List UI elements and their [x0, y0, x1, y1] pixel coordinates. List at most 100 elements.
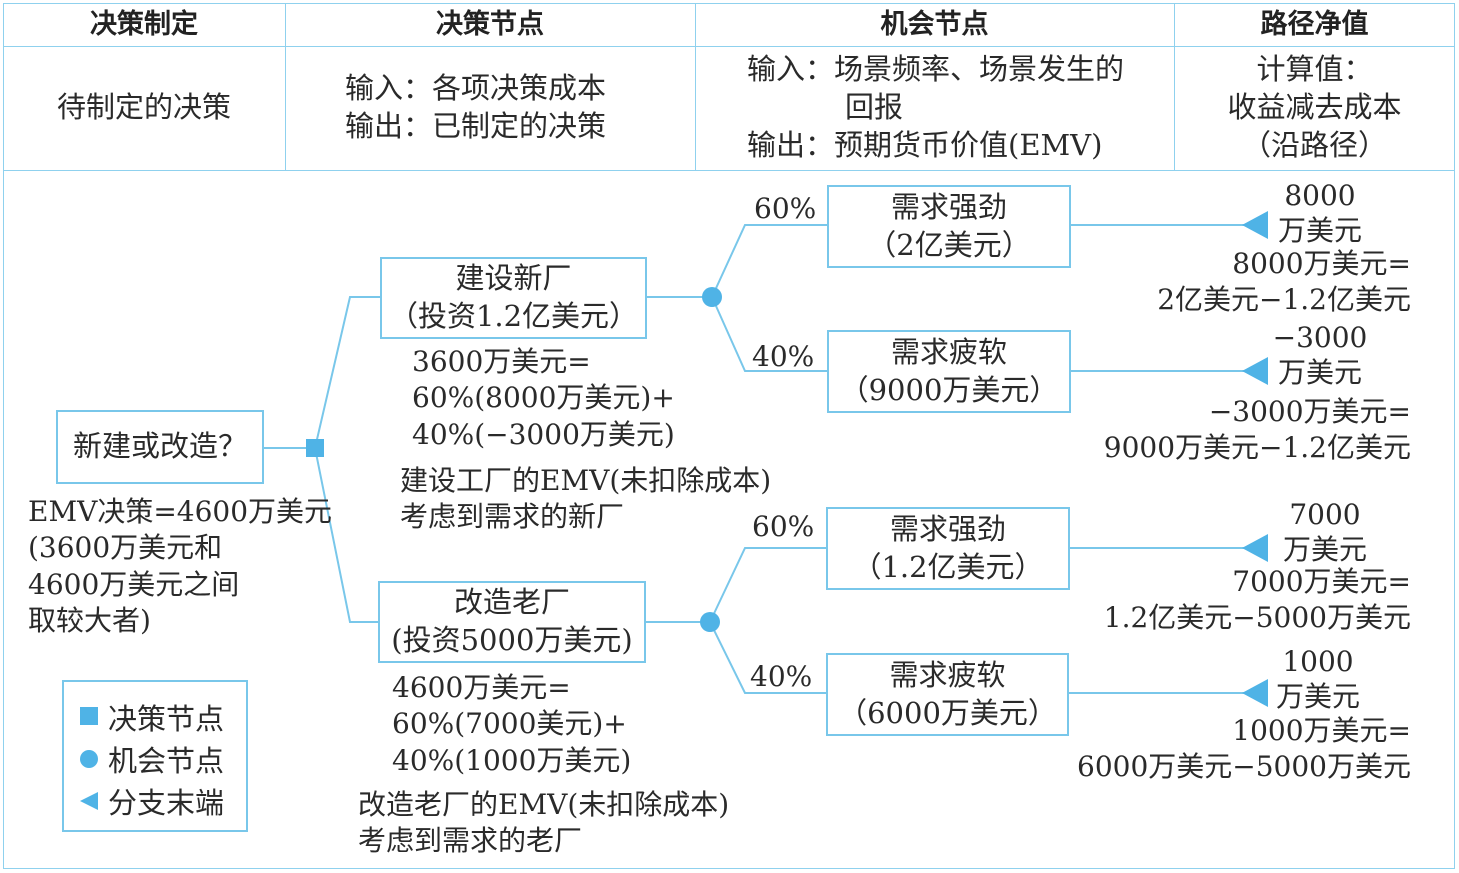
desc-path-value-line1: 计算值： — [1256, 52, 1373, 87]
calc-build-low-line2: 9000万美元−1.2亿美元 — [1103, 431, 1411, 465]
build-high-demand-line — [711, 224, 827, 298]
upgrade-emv-calc: 4600万美元= 60%(7000美元)+ 40%(1000万美元) — [392, 670, 631, 779]
prob-upgrade-high: 60% — [752, 510, 815, 543]
upgrade-note-line2: 考虑到需求的老厂 — [358, 824, 583, 858]
outcome-build-low-value: （9000万美元） — [839, 372, 1059, 407]
end-upgrade-high-number: 7000 — [1289, 498, 1361, 531]
col-divider-3 — [1174, 3, 1175, 171]
end-triangle-2 — [1242, 357, 1268, 385]
desc-decision-node-output: 输出：已制定的决策 — [345, 109, 607, 143]
end-upgrade-high-unit: 万美元 — [1282, 533, 1367, 566]
build-emv-line1: 3600万美元= — [412, 345, 591, 378]
header-chance-node: 机会节点 — [880, 8, 989, 40]
prob-build-high: 60% — [754, 192, 817, 225]
calc-upgrade-low-line2: 6000万美元−5000万美元 — [1077, 750, 1411, 784]
table-bottom-divider — [3, 170, 1455, 171]
desc-decision-node: 输入：各项决策成本 输出：已制定的决策 — [285, 46, 695, 170]
legend: 决策节点 机会节点 分支末端 — [62, 680, 248, 832]
col-divider-1 — [285, 3, 286, 171]
end-value-build-high: 8000 万美元 — [1270, 178, 1370, 248]
root-emv-line3: 4600万美元之间 — [28, 567, 240, 601]
upgrade-label: 改造老厂 — [453, 585, 570, 620]
desc-decision-node-input: 输入：各项决策成本 — [345, 71, 607, 106]
end-value-upgrade-high: 7000 万美元 — [1275, 497, 1375, 567]
root-decision-label: 新建或改造？ — [72, 429, 247, 464]
calc-build-high: 8000万美元= 2亿美元−1.2亿美元 — [1157, 246, 1411, 319]
upgrade-emv-line1: 4600万美元= — [392, 671, 571, 704]
calc-build-high-line2: 2亿美元−1.2亿美元 — [1157, 283, 1411, 317]
calc-upgrade-low: 1000万美元= 6000万美元−5000万美元 — [1077, 713, 1411, 786]
desc-chance-node-output: 输出：预期货币价值(EMV) — [747, 127, 1103, 162]
outcome-upgrade-low-box: 需求疲软 （6000万美元） — [826, 653, 1069, 736]
calc-build-high-line1: 8000万美元= — [1232, 247, 1411, 280]
header-path-value: 路径净值 — [1260, 8, 1369, 40]
end-upgrade-low-number: 1000 — [1282, 645, 1354, 678]
calc-upgrade-low-line1: 1000万美元= — [1232, 714, 1411, 747]
chance-node-icon — [80, 750, 98, 768]
desc-path-value-line2: 收益减去成本 — [1227, 90, 1402, 125]
build-note-line1: 建设工厂的EMV(未扣除成本) — [400, 464, 772, 497]
legend-branch-end-label: 分支末端 — [108, 786, 225, 820]
outcome-build-low-box: 需求疲软 （9000万美元） — [827, 330, 1071, 413]
upgrade-emv-note: 改造老厂的EMV(未扣除成本) 考虑到需求的老厂 — [358, 787, 729, 860]
outcome-build-high-value: （2亿美元） — [867, 227, 1031, 262]
upgrade-emv-line2: 60%(7000美元)+ — [392, 707, 627, 741]
end-triangle-4 — [1242, 679, 1268, 707]
outcome-upgrade-high-label: 需求强劲 — [889, 511, 1006, 546]
branch-end-icon — [80, 792, 98, 810]
build-emv-note: 建设工厂的EMV(未扣除成本) 考虑到需求的新厂 — [400, 463, 771, 536]
upgrade-low-demand-line — [709, 621, 826, 694]
root-emv-line1: EMV决策=4600万美元 — [28, 495, 333, 528]
build-note-line2: 考虑到需求的新厂 — [400, 500, 625, 534]
calc-upgrade-high: 7000万美元= 1.2亿美元−5000万美元 — [1104, 564, 1411, 637]
end-build-low-unit: 万美元 — [1277, 356, 1362, 389]
outer-frame — [3, 3, 1455, 869]
upgrade-investment: (投资5000万美元) — [391, 623, 633, 657]
legend-decision-node: 决策节点 — [78, 696, 246, 738]
root-decision-box: 新建或改造？ — [56, 410, 264, 484]
outcome-upgrade-low-label: 需求疲软 — [889, 657, 1006, 692]
end-triangle-3 — [1242, 534, 1268, 562]
outcome-build-high-label: 需求强劲 — [890, 189, 1007, 224]
build-label: 建设新厂 — [455, 261, 572, 296]
header-divider — [3, 46, 1455, 47]
desc-decision-making: 待制定的决策 — [56, 90, 231, 125]
header-decision-node: 决策节点 — [436, 8, 544, 40]
upgrade-old-plant-box: 改造老厂 (投资5000万美元) — [378, 581, 646, 663]
end-value-upgrade-low: 1000 万美元 — [1268, 644, 1368, 714]
legend-chance-node-label: 机会节点 — [108, 744, 225, 778]
chance-node-upgrade — [700, 612, 720, 632]
upgrade-note-line1: 改造老厂的EMV(未扣除成本) — [358, 788, 730, 821]
decision-node-icon — [80, 707, 98, 725]
end-value-build-low: −3000 万美元 — [1270, 320, 1370, 390]
calc-build-low: −3000万美元= 9000万美元−1.2亿美元 — [1104, 394, 1411, 467]
build-emv-line3: 40%(−3000万美元) — [412, 417, 675, 451]
decision-to-upgrade-line — [314, 447, 380, 623]
end-triangle-1 — [1242, 211, 1268, 239]
header-decision-making: 决策制定 — [90, 8, 198, 40]
desc-chance-node-input-cont: 回报 — [845, 90, 904, 125]
end-build-low-number: −3000 — [1272, 321, 1368, 354]
calc-upgrade-high-line1: 7000万美元= — [1232, 565, 1411, 598]
calc-upgrade-high-line2: 1.2亿美元−5000万美元 — [1103, 601, 1411, 635]
outcome-upgrade-high-box: 需求强劲 （1.2亿美元） — [826, 507, 1070, 590]
upgrade-high-demand-line — [709, 547, 826, 623]
decision-node-square — [306, 439, 324, 457]
build-emv-line2: 60%(8000万美元)+ — [412, 381, 675, 415]
legend-branch-end: 分支末端 — [78, 780, 246, 822]
calc-build-low-line1: −3000万美元= — [1208, 395, 1411, 428]
end-build-high-unit: 万美元 — [1277, 214, 1362, 247]
desc-chance-node-input: 输入：场景频率、场景发生的 — [747, 52, 1125, 87]
build-investment: （投资1.2亿美元） — [388, 299, 639, 333]
chance-node-build — [702, 287, 722, 307]
outcome-upgrade-high-value: （1.2亿美元） — [852, 549, 1044, 584]
prob-build-low: 40% — [752, 340, 815, 373]
build-new-plant-box: 建设新厂 （投资1.2亿美元） — [380, 257, 647, 339]
root-emv-line2: (3600万美元和 — [28, 531, 223, 565]
legend-decision-node-label: 决策节点 — [108, 702, 225, 736]
decision-to-build-line — [314, 296, 380, 449]
prob-upgrade-low: 40% — [750, 660, 813, 693]
desc-chance-node: 输入：场景频率、场景发生的 回报 输出：预期货币价值(EMV) — [695, 46, 1174, 170]
